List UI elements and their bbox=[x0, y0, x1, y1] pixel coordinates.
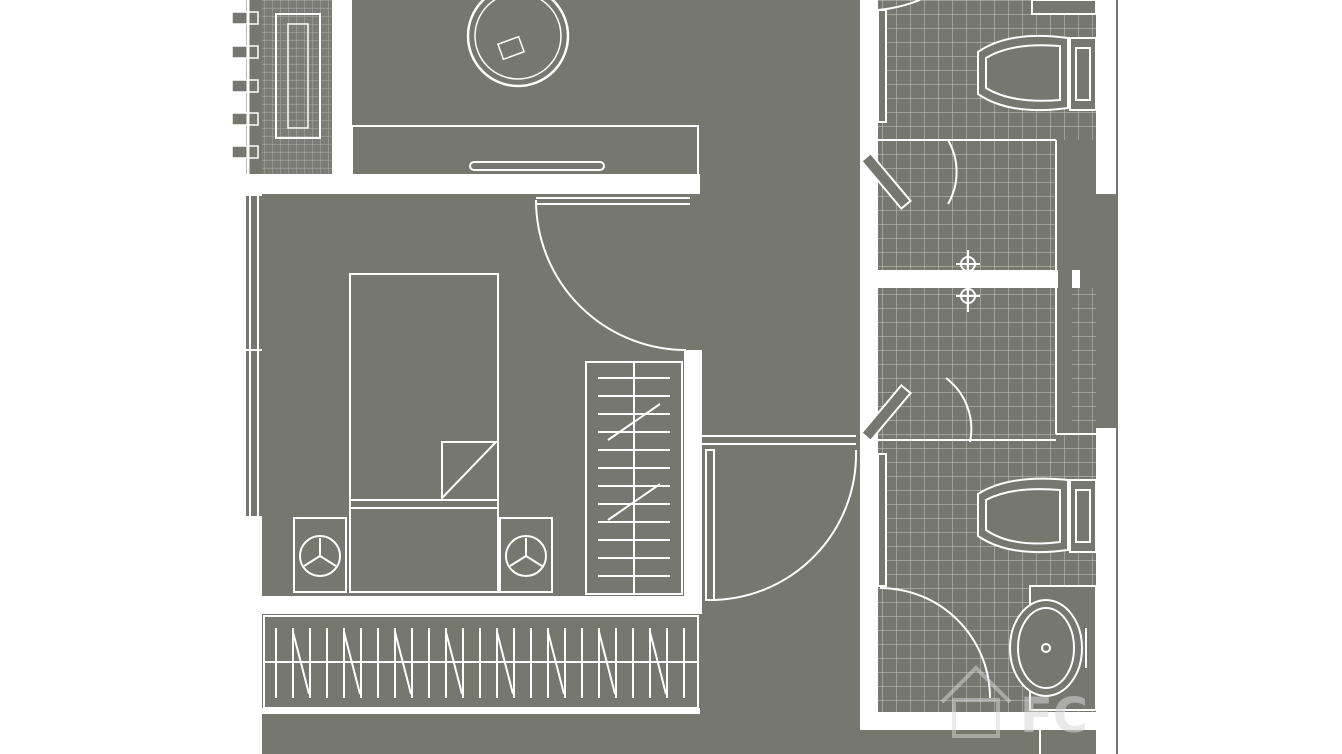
upper-door-arc bbox=[877, 0, 921, 11]
hanger-diagonal bbox=[343, 631, 361, 695]
house-logo-icon bbox=[940, 665, 1012, 738]
bedroom-door bbox=[535, 197, 690, 351]
basin bbox=[1009, 585, 1097, 711]
toilet-upper bbox=[977, 34, 1097, 112]
hanger-diagonal bbox=[649, 631, 667, 695]
window-left bbox=[246, 196, 262, 516]
hanger-diagonal bbox=[445, 631, 463, 695]
toilet-lower bbox=[977, 477, 1097, 554]
shower-head-upper bbox=[956, 250, 980, 276]
wardrobe-vertical bbox=[585, 361, 683, 595]
watermark: FC bbox=[940, 665, 1088, 742]
hanger-diagonal bbox=[496, 631, 514, 695]
shower-door-lower bbox=[860, 377, 973, 587]
tv-console bbox=[351, 125, 699, 177]
nightstand-right bbox=[499, 517, 553, 593]
entry-door bbox=[702, 435, 858, 601]
hanger-diagonal bbox=[292, 631, 310, 695]
shower-head-lower bbox=[956, 284, 980, 312]
hanger-diagonal bbox=[394, 631, 412, 695]
wardrobe-horizontal bbox=[263, 615, 699, 709]
hanger-diagonal bbox=[547, 631, 565, 695]
nightstand-left bbox=[293, 517, 347, 593]
round-table bbox=[466, 0, 570, 88]
hanger-diagonal bbox=[598, 631, 616, 695]
bathroom-door bbox=[879, 587, 991, 699]
bed bbox=[349, 273, 499, 593]
watermark-text: FC bbox=[1020, 688, 1088, 742]
balcony bbox=[231, 0, 334, 176]
